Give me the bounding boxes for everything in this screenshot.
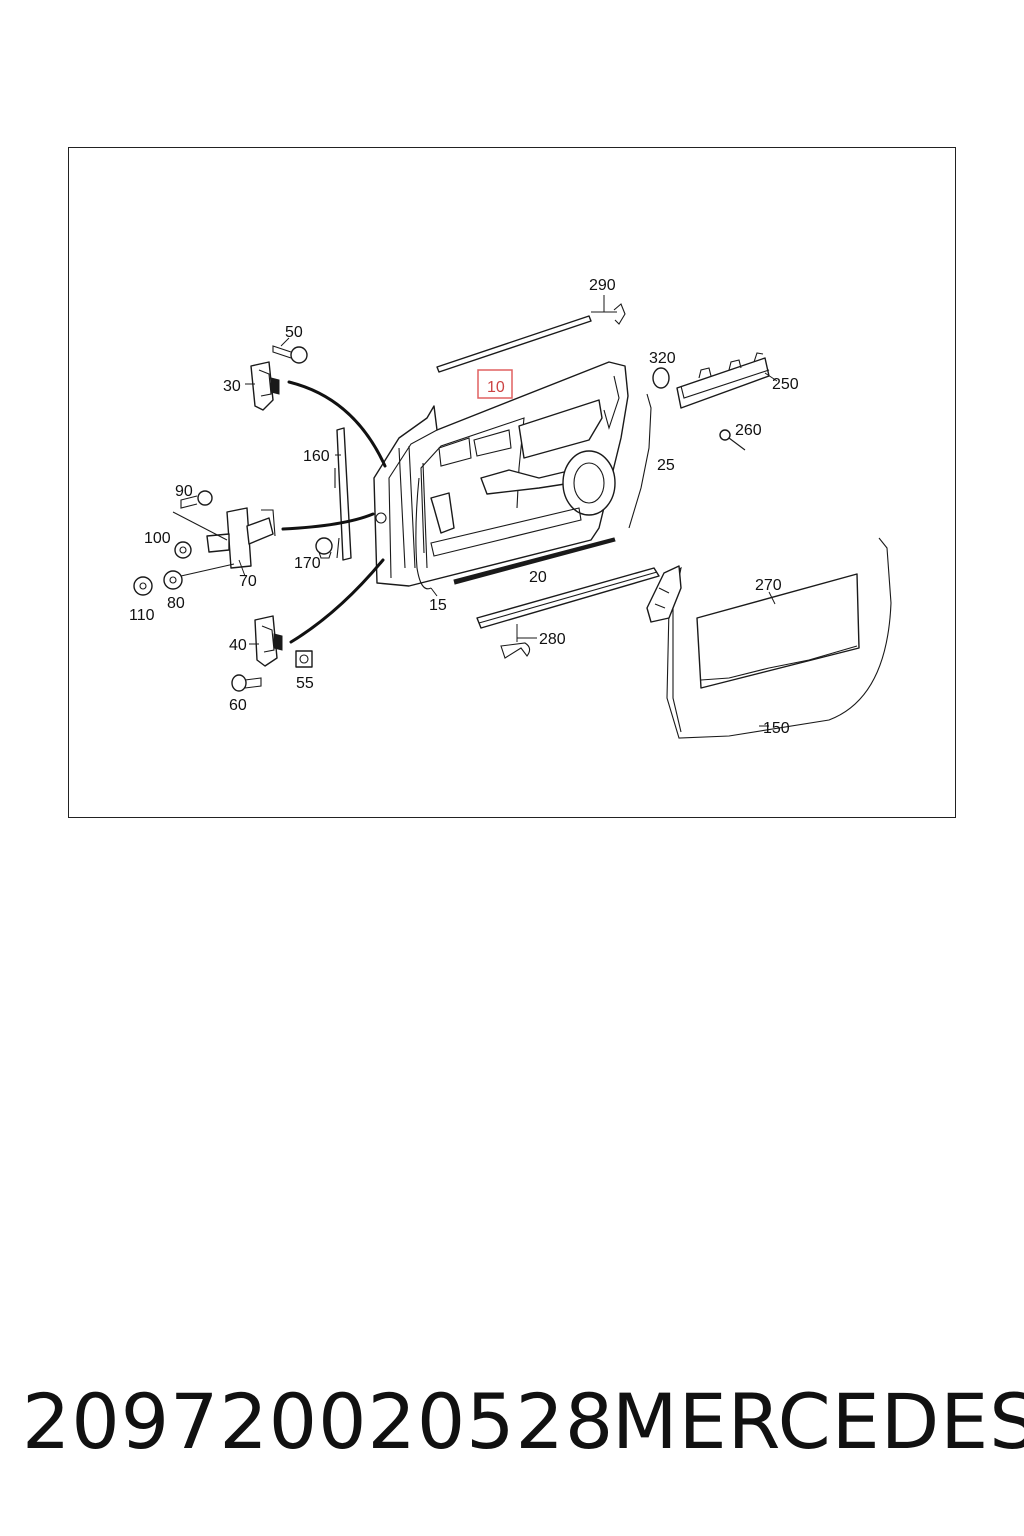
lower-seal-strip [453, 537, 616, 585]
brand-name: MERCEDES [612, 1377, 1024, 1466]
assembly-arrow-upper [287, 380, 387, 468]
callout-290: 290 [589, 277, 616, 294]
callout-60: 60 [229, 697, 247, 714]
moisture-barrier-270 [696, 573, 860, 689]
nut-55 [295, 650, 313, 668]
door-check-strap [206, 507, 276, 577]
part-number: 209720020528 [22, 1377, 615, 1466]
callout-80: 80 [167, 595, 185, 612]
door-seal-15 [415, 477, 432, 590]
callout-70: 70 [239, 573, 257, 590]
callout-90: 90 [175, 483, 193, 500]
callout-270: 270 [755, 577, 782, 594]
callout-15: 15 [429, 597, 447, 614]
callout-55: 55 [296, 675, 314, 692]
seal-ring-320 [652, 367, 670, 389]
footer-caption: 209720020528 MERCEDES [22, 1372, 1024, 1472]
callout-100: 100 [144, 530, 171, 547]
callout-110: 110 [129, 607, 155, 624]
nut-80 [163, 563, 235, 590]
door-trim-panel-150 [646, 537, 892, 739]
callout-25: 25 [657, 457, 675, 474]
nut-110 [133, 576, 153, 596]
callout-50: 50 [285, 324, 303, 341]
bolt-90 [172, 490, 228, 541]
callout-160: 160 [303, 448, 330, 465]
grommet-170 [315, 537, 333, 559]
pillar-strip-160 [334, 427, 352, 561]
callout-30: 30 [223, 378, 241, 395]
rear-edge-seal [628, 393, 652, 529]
assembly-arrow-middle [281, 512, 375, 531]
callout-10: 10 [487, 379, 505, 396]
window-belt-strip [436, 295, 626, 373]
exploded-view-drawing: 10 15 20 25 30 40 50 55 60 70 80 90 100 … [129, 277, 892, 739]
callout-170: 170 [294, 555, 321, 572]
callout-250: 250 [772, 376, 799, 393]
handle-bolt-260 [719, 429, 746, 451]
nut-100 [174, 541, 192, 559]
callout-40: 40 [229, 637, 247, 654]
callout-260: 260 [735, 422, 762, 439]
callout-320: 320 [649, 350, 676, 367]
lower-hinge [249, 615, 283, 667]
door-shell [373, 361, 629, 587]
door-handle-assembly [676, 352, 778, 409]
hinge-bolt-50 [272, 337, 308, 364]
parts-diagram: 10 15 20 25 30 40 50 55 60 70 80 90 100 … [68, 147, 956, 818]
callout-20: 20 [529, 569, 547, 586]
callout-highlight-box [477, 369, 513, 399]
callout-150: 150 [763, 720, 790, 737]
callout-280: 280 [539, 631, 566, 648]
assembly-arrow-lower [289, 558, 385, 644]
sill-trim-280 [476, 567, 660, 659]
upper-hinge [245, 361, 280, 411]
bolt-60 [231, 674, 262, 692]
